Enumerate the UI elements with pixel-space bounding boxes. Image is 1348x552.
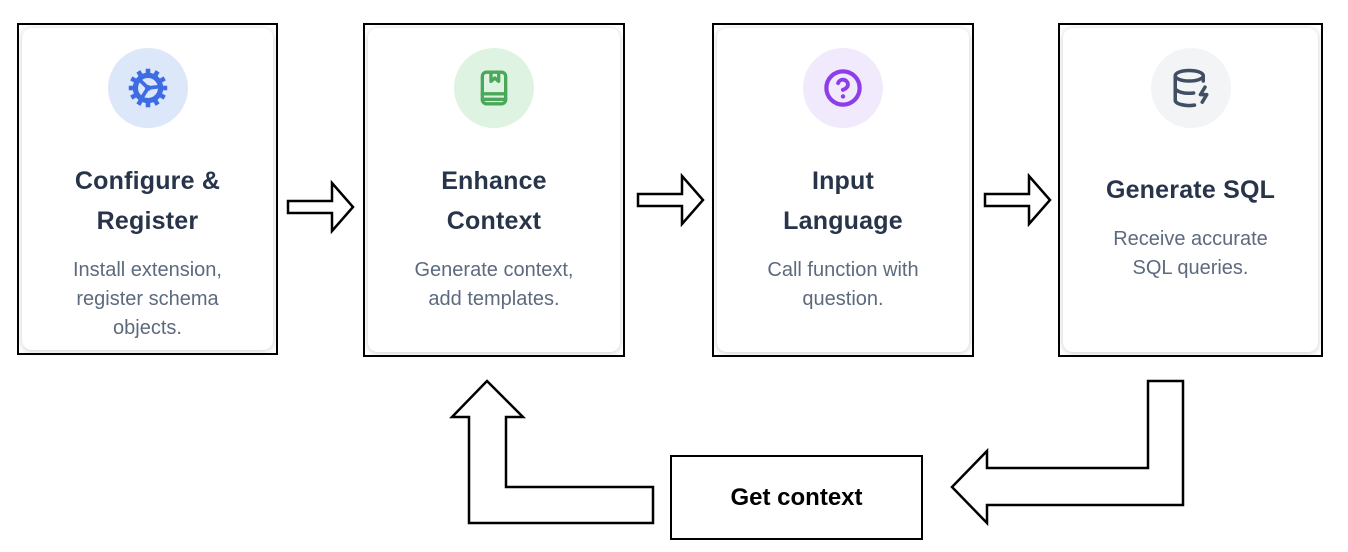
step-card-enhance-context: Enhance Context Generate context, add te…	[363, 23, 625, 357]
book-marked-icon	[474, 68, 514, 108]
flow-arrow-right-2	[636, 173, 705, 227]
card-title: Configure & Register	[74, 167, 221, 235]
card-description: Generate context, add templates.	[414, 259, 574, 310]
card-title: Generate SQL	[1105, 176, 1276, 204]
get-context-box: Get context	[670, 455, 923, 540]
flow-arrow-right-3	[983, 173, 1052, 227]
database-zap-icon	[1170, 67, 1212, 109]
card-title: Enhance Context	[441, 167, 547, 235]
loop-arrow-left-up	[449, 379, 655, 525]
card-description: Call function with question.	[767, 259, 919, 310]
get-context-label: Get context	[730, 483, 863, 511]
card-body: Input Language Call function with questi…	[717, 28, 969, 352]
icon-circle	[1150, 48, 1231, 128]
icon-circle	[803, 48, 883, 128]
card-description: Install extension, register schema objec…	[73, 259, 222, 339]
icon-circle	[107, 48, 188, 128]
card-body: Generate SQL Receive accurate SQL querie…	[1063, 28, 1318, 352]
step-card-generate-sql: Generate SQL Receive accurate SQL querie…	[1058, 23, 1323, 357]
card-body: Enhance Context Generate context, add te…	[368, 28, 620, 352]
flow-arrow-right-1	[286, 180, 355, 234]
card-description: Receive accurate SQL queries.	[1113, 228, 1268, 279]
circle-question-icon	[822, 67, 864, 109]
card-body: Configure & Register Install extension, …	[22, 28, 273, 350]
card-title: Input Language	[783, 167, 903, 235]
icon-circle	[454, 48, 534, 128]
step-card-configure-register: Configure & Register Install extension, …	[17, 23, 278, 355]
step-card-input-language: Input Language Call function with questi…	[712, 23, 974, 357]
gear-icon	[127, 67, 169, 109]
loop-arrow-down-left	[950, 379, 1185, 527]
